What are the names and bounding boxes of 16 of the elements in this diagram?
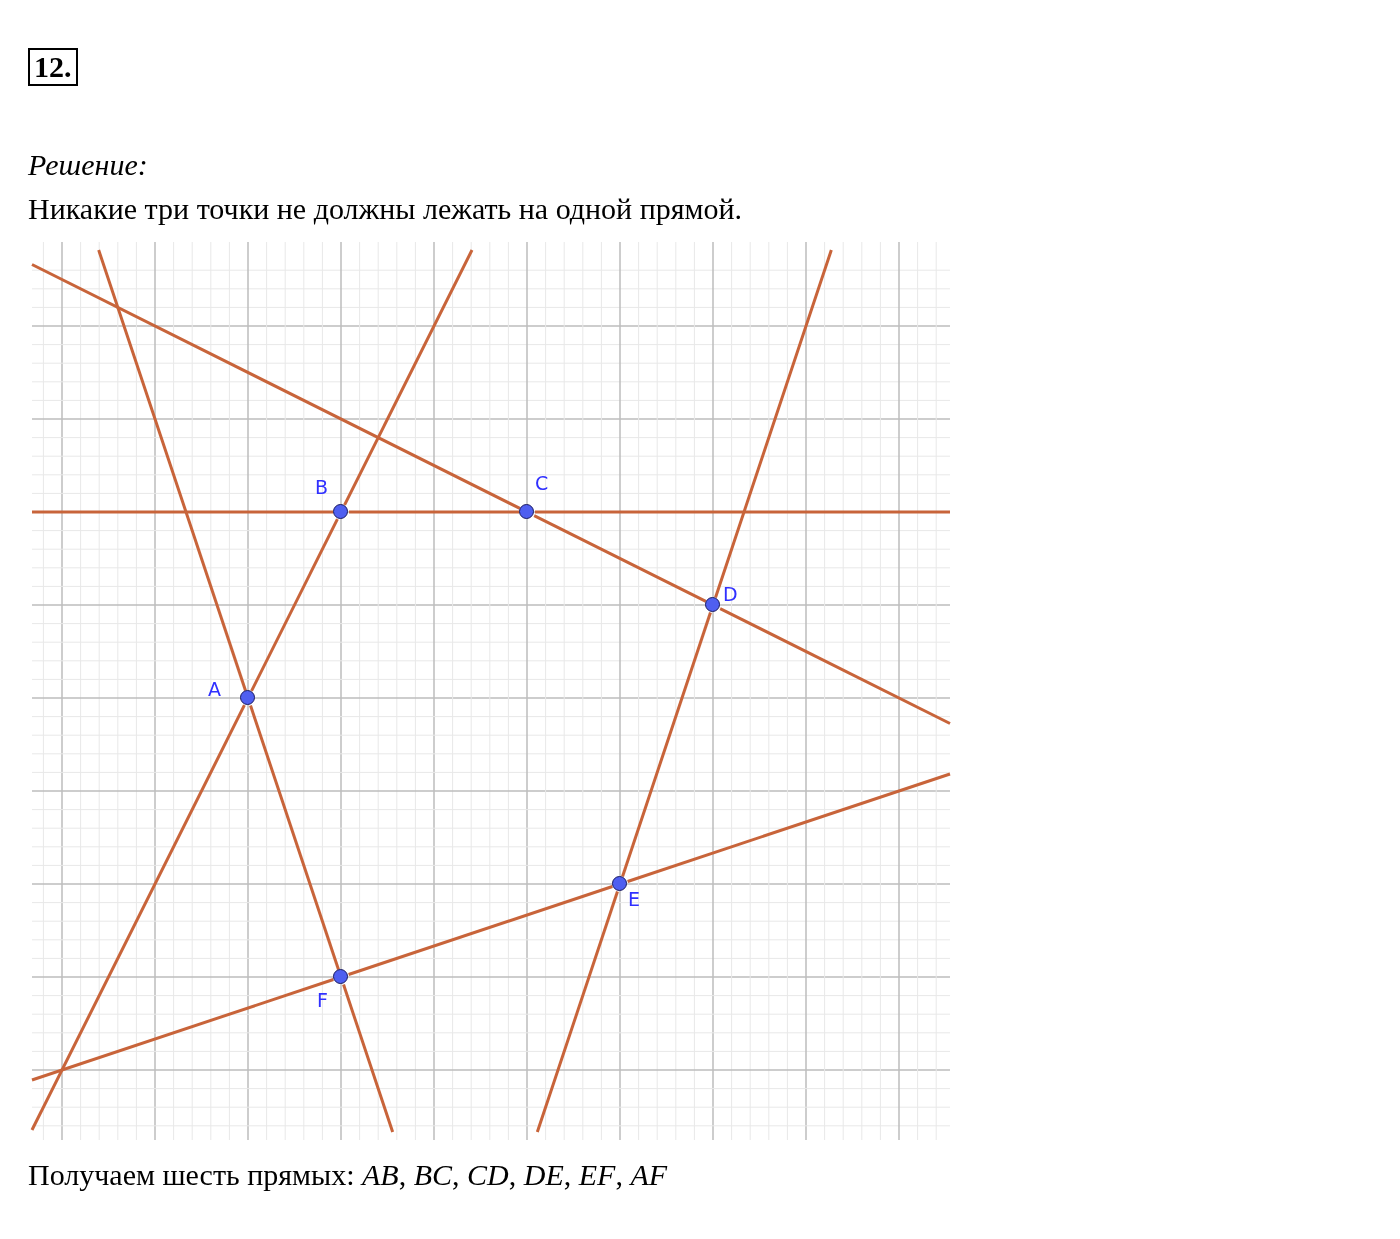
point-label: C (535, 474, 549, 493)
point-label: E (628, 890, 640, 909)
line-segment (348, 885, 613, 976)
point-label: F (317, 991, 328, 1010)
line-segment (621, 612, 712, 877)
line-segment (349, 510, 519, 514)
conclusion-text: Получаем шесть прямых: AB, BC, CD, DE, EF, AF (28, 1158, 668, 1192)
task-number: 12. (28, 48, 78, 86)
point-label: B (315, 478, 329, 497)
point-label: D (723, 585, 738, 604)
line-segment (249, 705, 340, 970)
condition-text: Никакие три точки не должны лежать на одной прямой. (28, 192, 743, 226)
line-segment (533, 514, 707, 603)
solution-heading: Решение: (28, 148, 148, 182)
point-label: A (208, 680, 221, 699)
line-segment (250, 518, 339, 692)
